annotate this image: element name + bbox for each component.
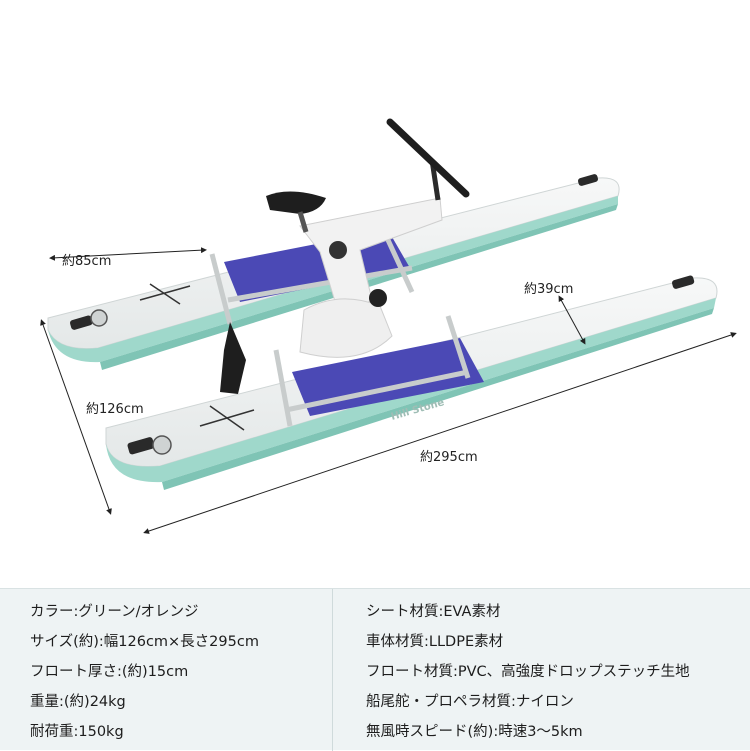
spec-column-right: シート材質:EVA素材 車体材質:LLDPE素材 フロート材質:PVC、高強度ド… xyxy=(366,597,746,747)
dimension-overall-width-label: 約126cm xyxy=(86,402,144,417)
spec-seat-material: シート材質:EVA素材 xyxy=(366,604,501,620)
spec-column-left: カラー:グリーン/オレンジ サイズ(約):幅126cm×長さ295cm フロート… xyxy=(30,597,330,747)
spec-color: カラー:グリーン/オレンジ xyxy=(30,604,199,620)
spec-divider xyxy=(332,589,333,751)
dimension-length-label: 約295cm xyxy=(420,450,478,465)
product-photo: Hill Stone xyxy=(40,118,737,534)
spec-speed: 無風時スピード(約):時速3～5km xyxy=(366,724,583,740)
spec-body-material: 車体材質:LLDPE素材 xyxy=(366,634,504,650)
spec-load-capacity: 耐荷重:150kg xyxy=(30,724,124,740)
spec-panel: カラー:グリーン/オレンジ サイズ(約):幅126cm×長さ295cm フロート… xyxy=(0,588,750,751)
spec-weight: 重量:(約)24kg xyxy=(30,694,126,710)
dimension-width-label: 約85cm xyxy=(62,254,112,269)
dimension-lines xyxy=(40,247,737,534)
spec-size: サイズ(約):幅126cm×長さ295cm xyxy=(30,634,259,650)
dimension-float-width-label: 約39cm xyxy=(524,282,574,297)
spec-float-thickness: フロート厚さ:(約)15cm xyxy=(30,664,189,680)
spec-rudder-material: 船尾舵・プロペラ材質:ナイロン xyxy=(366,694,574,710)
spec-float-material: フロート材質:PVC、高強度ドロップステッチ生地 xyxy=(366,664,690,680)
